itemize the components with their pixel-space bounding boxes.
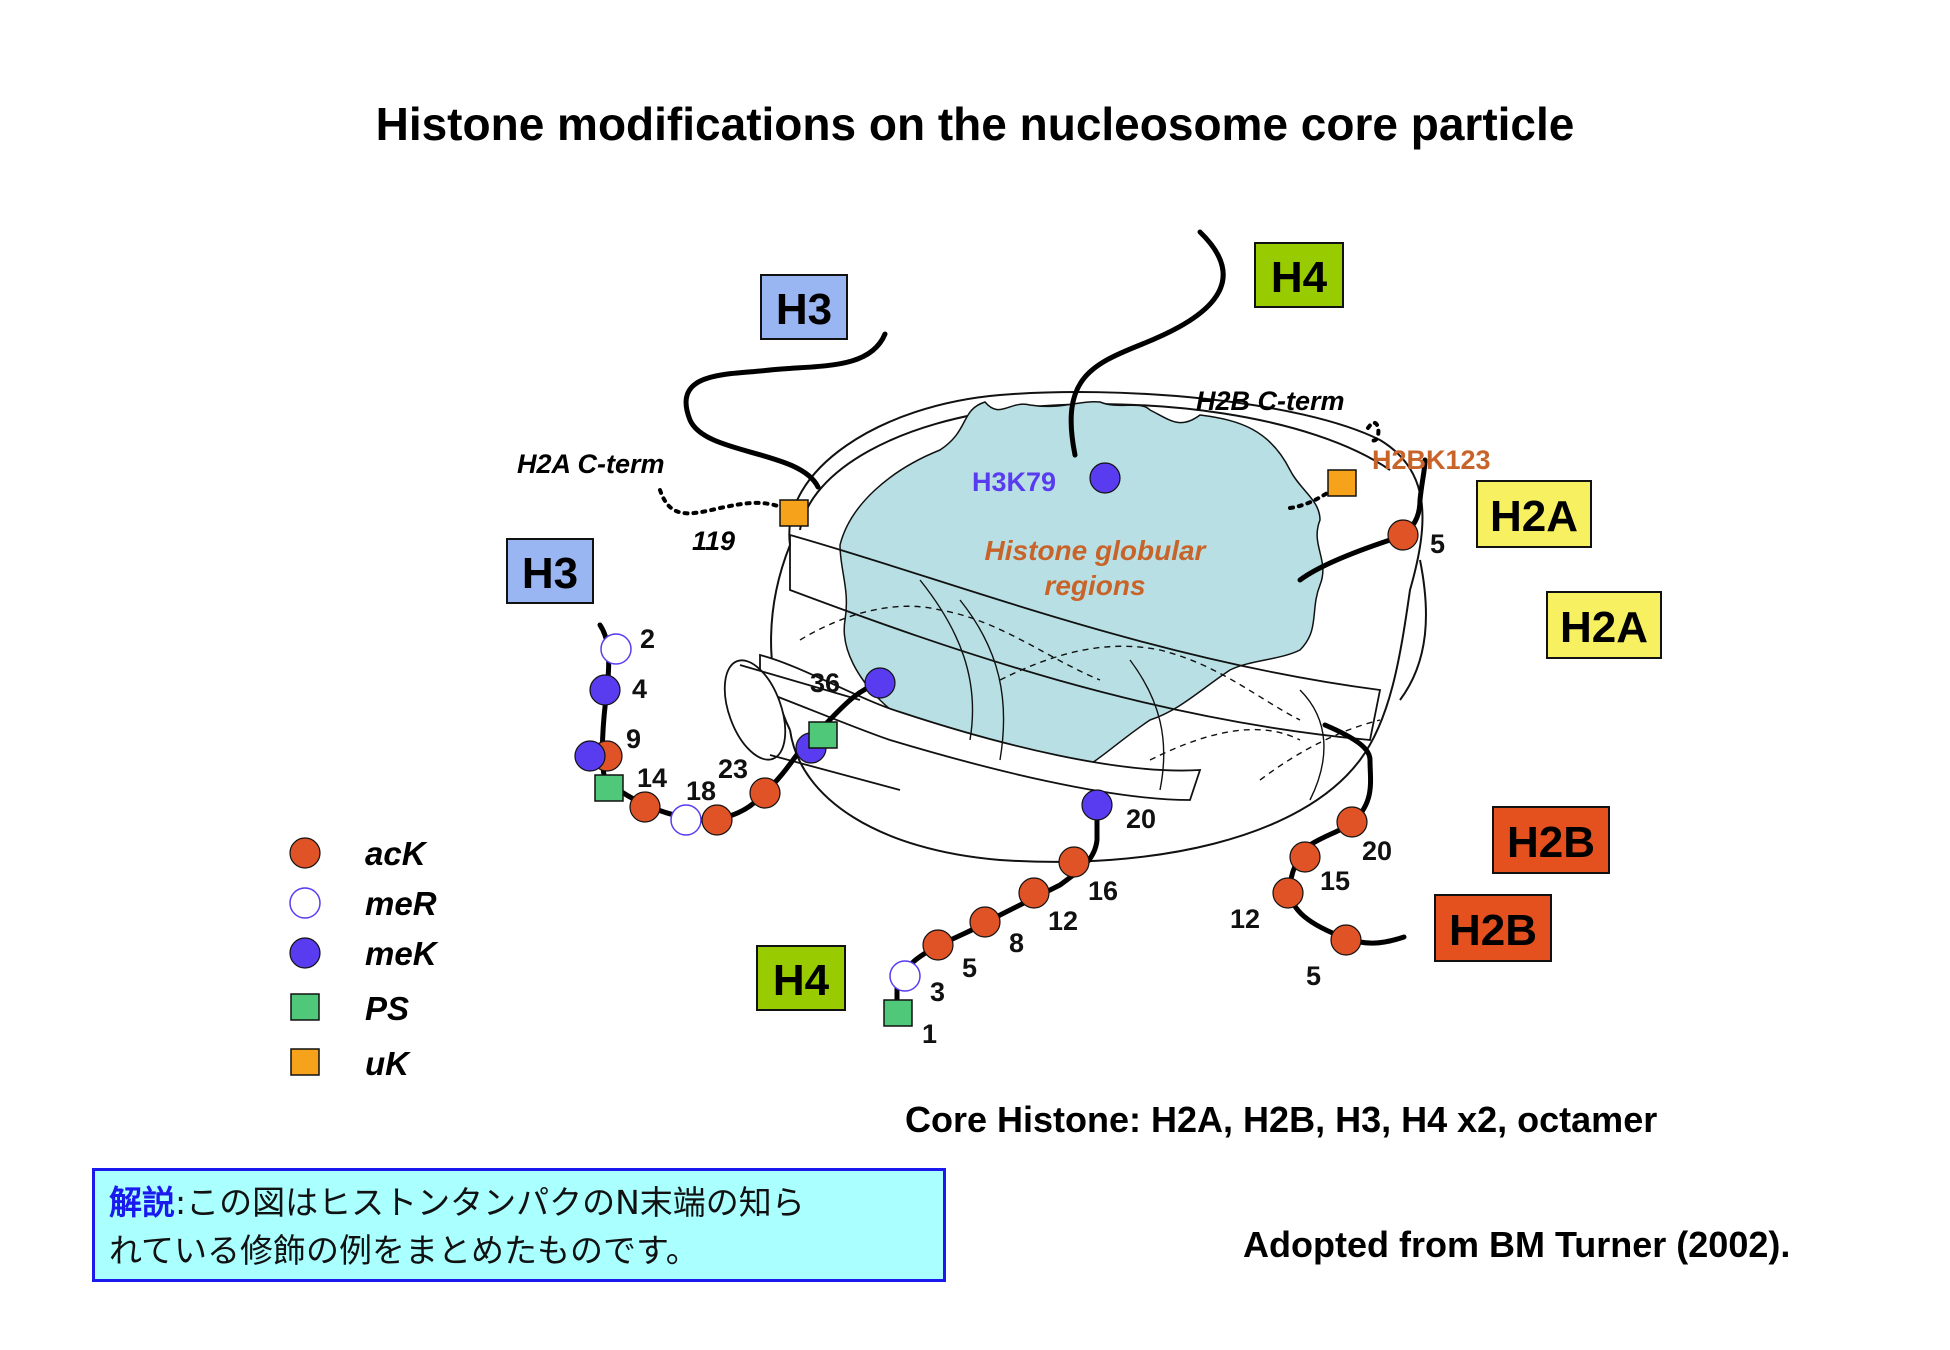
- h4-box-top: H4: [1254, 242, 1344, 308]
- note-line-1: 解説:この図はヒストンタンパクのN末端の知ら: [109, 1179, 929, 1227]
- ps-h3-10: [594, 774, 624, 802]
- h4-tail-top: [1068, 229, 1226, 458]
- mek-h3k79: [1089, 462, 1121, 494]
- markers: [574, 462, 1419, 1027]
- h3-label-top: H3: [776, 285, 832, 334]
- uk-h2a-119: [779, 499, 809, 527]
- h4-label-bottom: H4: [773, 956, 830, 1005]
- h2a-box-a: H2A: [1476, 480, 1592, 548]
- h4-box-bottom: H4: [756, 945, 846, 1011]
- h3-label-left: H3: [522, 549, 578, 598]
- page-title: Histone modifications on the nucleosome …: [376, 98, 1575, 150]
- h3k79-label: H3K79: [972, 467, 1056, 497]
- h2b-cterm-label: H2B C-term: [1196, 386, 1345, 416]
- ack-h4-16: [1058, 846, 1090, 878]
- h4-label-top: H4: [1271, 253, 1328, 302]
- h3-num-4: 4: [632, 674, 647, 704]
- legend-mek-icon: [289, 937, 321, 969]
- legend-mer-icon: [289, 887, 321, 919]
- legend-ack-icon: [289, 837, 321, 869]
- h3-num-9: 9: [626, 724, 641, 754]
- h3-num-23: 23: [718, 754, 748, 784]
- mer-h3-17: [670, 804, 702, 836]
- h2b-label-b: H2B: [1449, 906, 1537, 955]
- mek-h3-9: [574, 740, 606, 772]
- ps-h4-1: [883, 999, 913, 1027]
- dna-dashed: [799, 605, 1381, 781]
- legend: acK meR meK PS uK: [289, 835, 439, 1082]
- ack-h2b-20: [1336, 806, 1368, 838]
- h3-num-14: 14: [637, 763, 667, 793]
- note-line-2: れている修飾の例をまとめたものです。: [109, 1231, 699, 1270]
- h2b-num-20: 20: [1362, 836, 1392, 866]
- legend-mer-label: meR: [365, 885, 437, 922]
- h2a-label-a: H2A: [1490, 492, 1578, 541]
- ps-h3-28: [808, 721, 838, 749]
- ack-h2b-15: [1289, 841, 1321, 873]
- h4-num-8: 8: [1009, 928, 1024, 958]
- note-line-1-text: :この図はヒストンタンパクのN末端の知ら: [175, 1183, 805, 1222]
- h2a-box-b: H2A: [1546, 591, 1662, 659]
- ack-h3-18: [701, 804, 733, 836]
- h2a-119-label: 119: [692, 526, 735, 556]
- h4-num-3: 3: [930, 977, 945, 1007]
- h4-num-12: 12: [1048, 906, 1078, 936]
- h4-num-16: 16: [1088, 876, 1118, 906]
- h2a-cterm-label: H2A C-term: [517, 449, 665, 479]
- ack-h2b-5: [1330, 924, 1362, 956]
- ack-h4-12: [1018, 877, 1050, 909]
- legend-ps-label: PS: [365, 990, 409, 1027]
- note-keyword: 解説: [109, 1183, 175, 1222]
- h2a-label-b: H2A: [1560, 603, 1648, 652]
- legend-uk-icon: [290, 1048, 320, 1076]
- legend-uk-label: uK: [365, 1045, 411, 1082]
- core-histone-text: Core Histone: H2A, H2B, H3, H4 x2, octam…: [905, 1099, 1657, 1140]
- h2b-box-b: H2B: [1434, 894, 1552, 962]
- mek-h3-4: [589, 674, 621, 706]
- h4-num-20: 20: [1126, 804, 1156, 834]
- ack-h4-8: [969, 906, 1001, 938]
- h3-box-top: H3: [760, 274, 848, 340]
- uk-h2bk123: [1327, 469, 1357, 497]
- h2b-num-12: 12: [1230, 904, 1260, 934]
- h2a-num-5: 5: [1430, 529, 1445, 559]
- globular-label-2: regions: [1044, 570, 1145, 601]
- mer-h3-2: [600, 633, 632, 665]
- h3-num-18: 18: [686, 776, 716, 806]
- h2b-num-15: 15: [1320, 866, 1350, 896]
- h3-box-left: H3: [506, 538, 594, 604]
- legend-mek-label: meK: [365, 935, 439, 972]
- h3-num-2: 2: [640, 624, 655, 654]
- dna-wrap-lines: [919, 579, 1325, 801]
- h2b-box-a: H2B: [1492, 806, 1610, 874]
- ack-h3-14: [629, 791, 661, 823]
- residue-numbers: 2 4 9 14 18 23 36 1 3 5 8 12 16 20 5 12 …: [626, 529, 1445, 1049]
- mek-h4-20: [1081, 789, 1113, 821]
- dna-tube: [723, 533, 1382, 801]
- ack-h3-23: [749, 777, 781, 809]
- ack-h4-5: [922, 929, 954, 961]
- h2bk123-label: H2BK123: [1372, 445, 1491, 475]
- h2b-num-5: 5: [1306, 961, 1321, 991]
- h3-num-36: 36: [810, 668, 840, 698]
- note-box: 解説:この図はヒストンタンパクのN末端の知ら れている修飾の例をまとめたものです…: [92, 1168, 946, 1282]
- globular-label-1: Histone globular: [985, 535, 1208, 566]
- ack-h2a-5: [1387, 519, 1419, 551]
- h3-tail-top: [683, 331, 888, 490]
- source-text: Adopted from BM Turner (2002).: [1243, 1224, 1790, 1265]
- h4-num-1: 1: [922, 1019, 937, 1049]
- ack-h2b-12: [1272, 877, 1304, 909]
- mer-h4-3: [889, 960, 921, 992]
- legend-ps-icon: [290, 993, 320, 1021]
- legend-ack-label: acK: [365, 835, 428, 872]
- h4-num-5: 5: [962, 953, 977, 983]
- mek-h3-36: [864, 667, 896, 699]
- h2b-label-a: H2B: [1507, 818, 1595, 867]
